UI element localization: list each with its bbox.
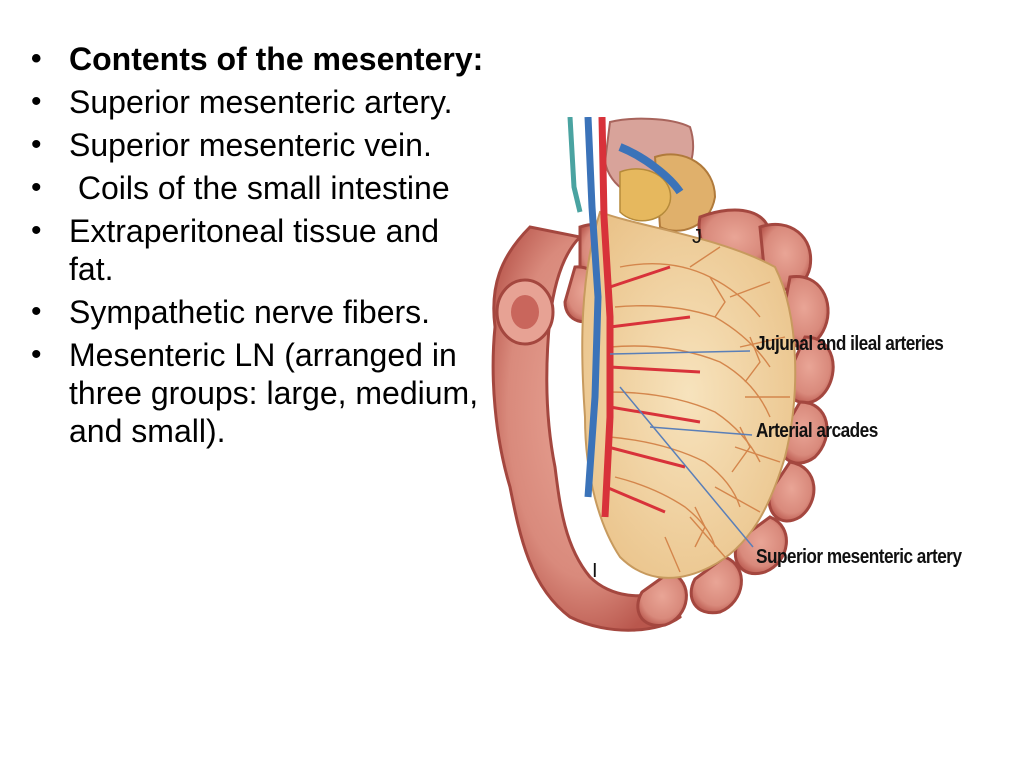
bullet-text: Mesenteric LN (arranged in three groups:…	[69, 337, 479, 449]
leader-lines	[609, 350, 754, 548]
arterial-arcades	[609, 246, 790, 573]
bullet-item: • Superior mesenteric artery.	[28, 83, 488, 121]
mesentery-fan	[581, 210, 797, 579]
letter-jejunum: J	[692, 226, 702, 248]
bullet-item: • Coils of the small intestine	[28, 169, 488, 207]
bullet-icon: •	[31, 295, 42, 328]
label-superior-mesenteric-artery: Superior mesenteric artery	[756, 546, 962, 568]
bullet-item: • Mesenteric LN (arranged in three groups…	[28, 336, 488, 450]
bullet-text: Sympathetic nerve fibers.	[69, 294, 431, 330]
superior-mesenteric-vessels	[567, 117, 701, 518]
bullet-text: Superior mesenteric vein.	[69, 127, 432, 163]
bullet-icon: •	[31, 128, 42, 161]
bullet-item: • Superior mesenteric vein.	[28, 126, 488, 164]
mesentery-illustration	[491, 117, 835, 632]
bullet-item: • Sympathetic nerve fibers.	[28, 293, 488, 331]
bullet-icon: •	[31, 171, 42, 204]
bullet-text: Extraperitoneal tissue and fat.	[69, 213, 439, 287]
colon	[491, 225, 682, 632]
bullet-text: Coils of the small intestine	[69, 170, 450, 206]
letter-ileum: I	[592, 560, 598, 582]
bullet-item: • Extraperitoneal tissue and fat.	[28, 212, 488, 288]
bullet-icon: •	[31, 42, 42, 75]
bullet-icon: •	[31, 85, 42, 118]
bullet-icon: •	[31, 338, 42, 371]
bullet-heading: • Contents of the mesentery:	[28, 40, 488, 78]
label-jejunal-ileal-arteries: Jujunal and ileal arteries	[756, 333, 944, 355]
bullet-icon: •	[31, 214, 42, 247]
upper-organs	[603, 117, 717, 232]
bullet-list: • Contents of the mesentery: • Superior me…	[28, 40, 488, 455]
bullet-text: Contents of the mesentery:	[69, 41, 484, 77]
bullet-text: Superior mesenteric artery.	[69, 84, 453, 120]
label-arterial-arcades: Arterial arcades	[756, 420, 878, 442]
